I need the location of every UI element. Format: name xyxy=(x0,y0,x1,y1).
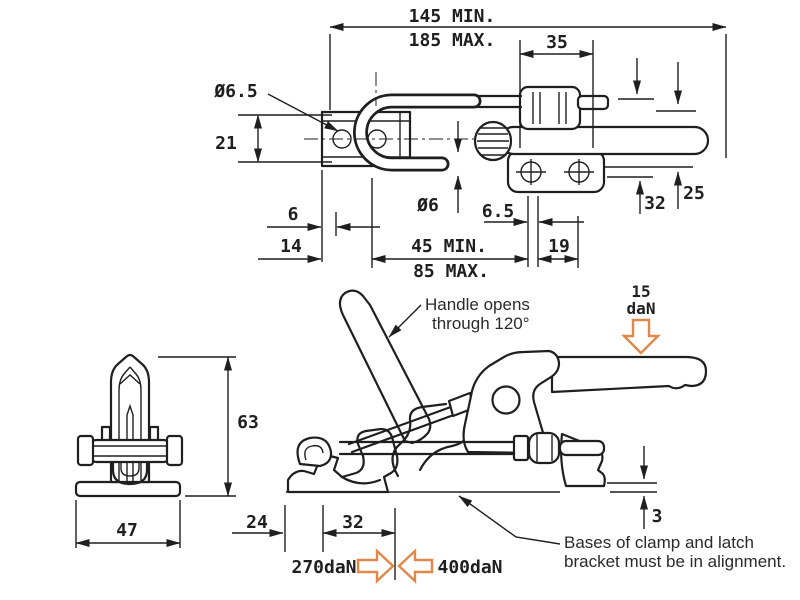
dim-label-32: 32 xyxy=(644,193,666,214)
dim-rod-dia: Ø6 xyxy=(416,121,462,216)
dim-label-hole-dia: Ø6.5 xyxy=(213,81,257,102)
extension-line xyxy=(329,34,727,158)
dim-bottom: 24 32 xyxy=(232,505,396,580)
spindle-swivel xyxy=(527,431,561,465)
latch-bail-loop xyxy=(353,93,482,172)
extension-line xyxy=(527,196,539,267)
reference-line xyxy=(158,356,236,497)
spindle-rod xyxy=(338,440,518,456)
bail-under-loop-inner xyxy=(120,458,140,477)
note-align-line2: bracket must be in alignment. xyxy=(564,552,786,571)
clamp-handle-bar xyxy=(498,125,710,156)
leader-arrow xyxy=(388,304,422,338)
dim-label-rod-dia: Ø6 xyxy=(416,195,439,216)
handle-open-note: Handle opens through 120° xyxy=(388,295,530,338)
spindle-nut xyxy=(512,434,530,462)
closing-force: 15 daN xyxy=(621,282,661,355)
dim-bracket-width: 21 xyxy=(215,114,332,163)
dim-hole-dia: Ø6.5 xyxy=(213,81,339,132)
extension-line xyxy=(284,505,396,580)
dim-label-32b: 32 xyxy=(342,512,364,533)
bail-end-block xyxy=(76,434,95,467)
dim-offsets-right: 32 25 xyxy=(604,58,705,214)
handle-closed-position xyxy=(550,355,708,394)
knurled-knob xyxy=(473,120,513,162)
alignment-note: Bases of clamp and latch bracket must be… xyxy=(458,495,786,571)
leader-arrow xyxy=(267,93,339,132)
note-handle-line2: through 120° xyxy=(432,314,530,333)
dim-base-gap: 3 xyxy=(607,446,662,529)
dim-label-25: 25 xyxy=(683,183,705,204)
force-value-label: 15 xyxy=(631,282,650,301)
side-view: Handle opens through 120° 15 daN 3 24 32 xyxy=(232,282,786,584)
top-view: 145 MIN. 185 MAX. 35 Ø6.5 21 xyxy=(213,6,727,282)
upright-slot xyxy=(119,374,141,482)
dim-height-63: 63 xyxy=(158,356,259,497)
dim-label-63: 63 xyxy=(237,412,259,433)
swivel-inner-line xyxy=(536,434,553,462)
dim-edges: 6 14 xyxy=(258,170,380,263)
dim-span: 45 MIN. 85 MAX. 19 xyxy=(371,178,579,282)
reference-line xyxy=(607,482,657,493)
load-forces: 270daN 400daN xyxy=(291,548,503,584)
handle-open-position xyxy=(338,289,432,445)
force-unit-label: daN xyxy=(627,299,656,318)
force-forward-label: 270daN xyxy=(291,557,356,578)
dim-label-3: 3 xyxy=(652,506,663,527)
knurl-ridges xyxy=(477,127,509,156)
dim-label-14: 14 xyxy=(280,236,302,257)
upright-inner-line xyxy=(118,366,142,482)
dim-label-24: 24 xyxy=(246,512,268,533)
dim-label-6: 6 xyxy=(288,204,299,225)
dim-width-47: 47 xyxy=(75,500,181,548)
dim-label-overall-min: 145 MIN. xyxy=(409,6,496,27)
dim-label-slot: 6.5 xyxy=(482,201,515,222)
force-right-arrow-icon xyxy=(356,548,395,584)
dim-label-47: 47 xyxy=(116,520,138,541)
reference-line xyxy=(604,166,693,178)
bail-cross-bar xyxy=(84,438,176,464)
dim-overall: 145 MIN. 185 MAX. xyxy=(329,6,727,158)
hole-crosshair xyxy=(516,159,546,185)
bail-end-block xyxy=(165,434,184,467)
extension-line xyxy=(321,170,337,262)
force-down-arrow-icon xyxy=(621,318,661,355)
dim-label-span-min: 45 MIN. xyxy=(411,236,487,257)
rear-stud xyxy=(558,439,606,457)
bail-curl-inner xyxy=(304,444,324,461)
leader-arrow xyxy=(458,495,561,545)
extension-line xyxy=(519,40,594,148)
cross-bar-inner-line xyxy=(92,445,168,457)
hex-adjuster xyxy=(518,85,610,131)
hole-crosshair xyxy=(564,159,594,185)
force-backward-label: 400daN xyxy=(437,557,502,578)
threaded-rod xyxy=(472,94,523,109)
toggle-link-rod xyxy=(347,402,464,454)
dim-base-length: 35 xyxy=(519,32,594,148)
front-view: 63 47 xyxy=(74,353,259,548)
bail-curl-side xyxy=(296,436,333,468)
note-align-line1: Bases of clamp and latch xyxy=(564,533,754,552)
dim-label-span-max: 85 MAX. xyxy=(413,261,489,282)
force-left-arrow-icon xyxy=(397,548,434,584)
bail-under-loop xyxy=(111,456,149,486)
extension-line xyxy=(238,114,332,163)
clamp-body-hole xyxy=(491,385,521,415)
note-handle-line1: Handle opens xyxy=(425,295,530,314)
dim-label-35: 35 xyxy=(546,32,568,53)
clamp-mounting-base xyxy=(506,149,606,194)
dim-label-21: 21 xyxy=(215,133,237,154)
dim-label-overall-max: 185 MAX. xyxy=(409,30,496,51)
dim-label-19: 19 xyxy=(548,236,570,257)
